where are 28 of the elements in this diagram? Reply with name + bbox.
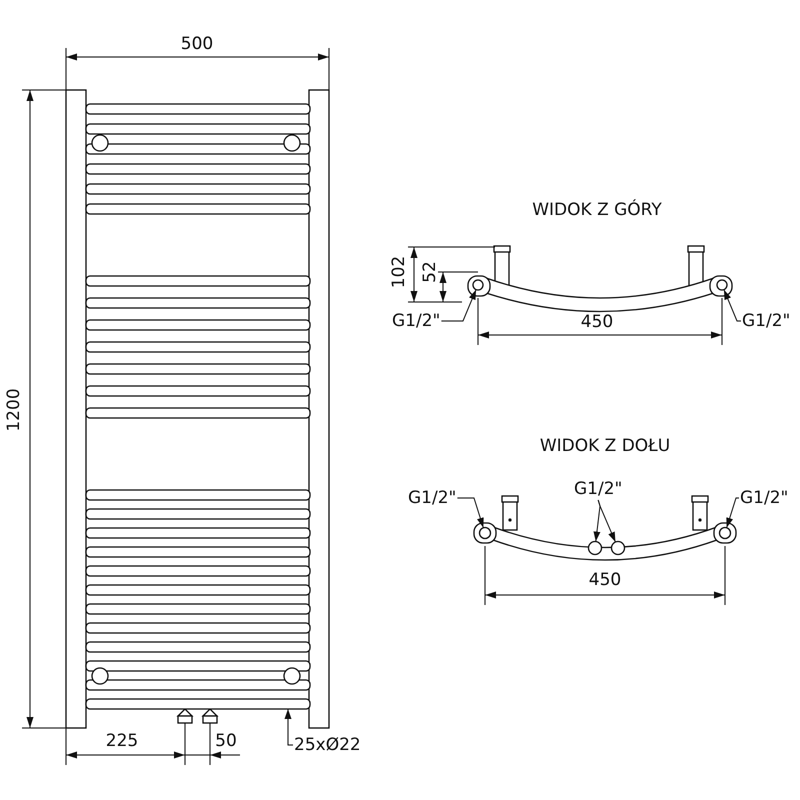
view-title: WIDOK Z GÓRY [532, 200, 662, 220]
dimension-label: 1200 [4, 388, 24, 432]
pipe-connection [716, 279, 728, 291]
callout-label: G1/2" [392, 311, 440, 331]
dimension-label: 450 [588, 570, 622, 590]
leader-line [284, 708, 294, 746]
callout-label: G1/2" [740, 488, 788, 508]
callout-label: G1/2" [742, 311, 790, 331]
callout-label: G1/2" [408, 488, 456, 508]
pipe-connection [718, 526, 732, 540]
leader-line [456, 498, 484, 528]
dimension-label: 225 [106, 731, 138, 751]
dimension-label: 450 [580, 312, 614, 332]
leader-line [723, 289, 742, 322]
dimension-label: 500 [180, 34, 214, 54]
callout-label: 25xØ22 [294, 735, 361, 755]
dimension-label: 102 [389, 256, 409, 288]
pipe-connection [472, 279, 484, 291]
pipe-connection [610, 540, 626, 556]
leader-line [440, 289, 477, 322]
pipe-connection [478, 526, 492, 540]
leader-line [726, 498, 740, 528]
view-title: WIDOK Z DOŁU [540, 436, 670, 456]
callout-label: G1/2" [574, 479, 622, 499]
leader-line [598, 500, 616, 543]
dimension-label: 50 [215, 731, 237, 751]
dimension-label: 52 [420, 261, 440, 283]
pipe-connection [588, 540, 602, 556]
